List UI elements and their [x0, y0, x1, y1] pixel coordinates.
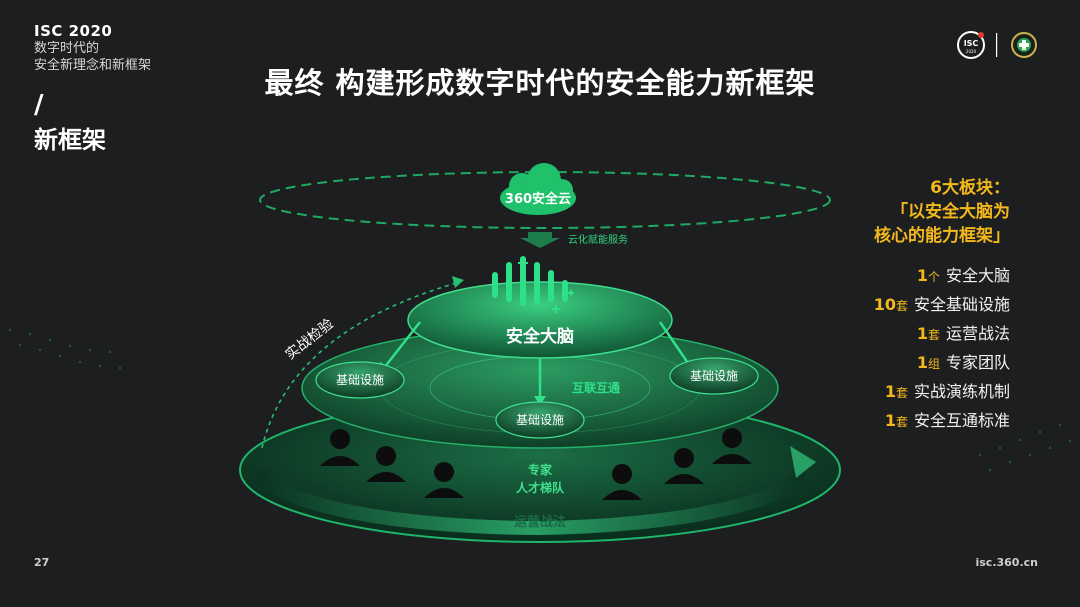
- capability-unit: 套: [895, 415, 908, 429]
- panel-heading-line1: 6大板块：: [930, 178, 1010, 198]
- capability-unit: 个: [927, 270, 940, 284]
- cloud-service-label: 云化赋能服务: [568, 233, 628, 246]
- wave-decoration-left: [8, 328, 122, 370]
- cloud-label: 360安全云: [505, 191, 571, 207]
- capability-count: 1: [916, 324, 928, 343]
- logo-divider: [996, 33, 998, 57]
- person-icon: [664, 448, 704, 484]
- wave-decoration-right: [978, 423, 1072, 472]
- capability-item: 1个安全大脑: [780, 262, 1010, 291]
- ops-ring-arrow-head: [790, 446, 816, 478]
- person-icon: [602, 464, 642, 500]
- capability-unit: 套: [927, 328, 940, 342]
- logo-group: ISC 2020: [957, 31, 1037, 59]
- capability-item: 1套安全互通标准: [780, 407, 1010, 436]
- capability-count: 1: [916, 353, 928, 372]
- capability-text: 安全大脑: [945, 266, 1010, 285]
- infra-node-center: [495, 401, 585, 439]
- site-url: isc.360.cn: [975, 556, 1038, 569]
- cloud-down-arrow: [520, 232, 560, 248]
- header-block: ISC 2020 数字时代的 安全新理念和新框架 / 新框架: [34, 22, 151, 155]
- capability-count: 1: [884, 382, 896, 401]
- person-icon: [320, 429, 360, 466]
- panel-heading-line2: 「以安全大脑为: [891, 202, 1010, 222]
- capability-count: 10: [873, 295, 896, 314]
- combat-label: 实战检验: [283, 316, 337, 363]
- person-icon-group: [320, 428, 752, 500]
- section-title: 新框架: [34, 126, 106, 154]
- emblem-icon: [1011, 32, 1037, 58]
- subtitle-line2: 安全新理念和新框架: [34, 58, 152, 73]
- combat-arc: [261, 281, 461, 449]
- infra-node-left-label: 基础设施: [336, 373, 384, 387]
- page-title: 最终 构建形成数字时代的安全能力新框架: [264, 66, 816, 100]
- person-icon: [424, 462, 464, 498]
- brand-label: ISC 2020: [34, 22, 113, 40]
- capability-text: 运营战法: [945, 324, 1010, 343]
- arrow-to-center-node-head: [534, 396, 546, 406]
- capability-text: 实战演练机制: [913, 382, 1010, 401]
- panel-heading-line3: 核心的能力框架」: [874, 226, 1010, 246]
- infra-node-center-label: 基础设施: [516, 413, 564, 427]
- cloud-icon: [500, 163, 576, 215]
- capability-panel: 6大板块： 「以安全大脑为 核心的能力框架」 1个安全大脑 10套安全基础设施 …: [780, 176, 1010, 436]
- section-slash: /: [34, 90, 44, 120]
- capability-count: 1: [916, 266, 928, 285]
- infra-node-left: [315, 361, 405, 399]
- capability-item: 1套实战演练机制: [780, 378, 1010, 407]
- ops-label: 运营战法: [514, 514, 566, 530]
- capability-unit: 套: [895, 299, 908, 313]
- person-icon: [366, 446, 406, 482]
- capability-text: 安全互通标准: [913, 411, 1010, 430]
- arrow-to-right-node: [658, 321, 692, 367]
- capability-item: 1组专家团队: [780, 349, 1010, 378]
- capability-text: 专家团队: [945, 353, 1010, 372]
- page-number: 27: [34, 556, 50, 569]
- capability-text: 安全基础设施: [913, 295, 1010, 314]
- isc-logo-text: ISC: [964, 39, 979, 48]
- arrow-to-left-node: [383, 321, 421, 369]
- infra-node-right: [669, 357, 759, 395]
- subtitle-line1: 数字时代的: [34, 41, 100, 56]
- person-icon: [712, 428, 752, 464]
- capability-item: 10套安全基础设施: [780, 291, 1010, 320]
- ops-ring-arrow: [255, 468, 807, 536]
- expert-label-line2: 人才梯队: [516, 480, 565, 495]
- capability-count: 1: [884, 411, 896, 430]
- interop-label: 互联互通: [572, 380, 620, 395]
- capability-item: 1套运营战法: [780, 320, 1010, 349]
- infra-node-right-label: 基础设施: [690, 369, 738, 383]
- capability-unit: 套: [895, 386, 908, 400]
- isc-logo-icon: ISC 2020: [957, 31, 985, 59]
- combat-arc-head: [452, 276, 464, 288]
- expert-label-line1: 专家: [528, 462, 553, 477]
- brain-label: 安全大脑: [506, 326, 574, 347]
- capability-unit: 组: [927, 357, 940, 371]
- isc-logo-year: 2020: [966, 49, 977, 54]
- brain-icon: [492, 256, 574, 313]
